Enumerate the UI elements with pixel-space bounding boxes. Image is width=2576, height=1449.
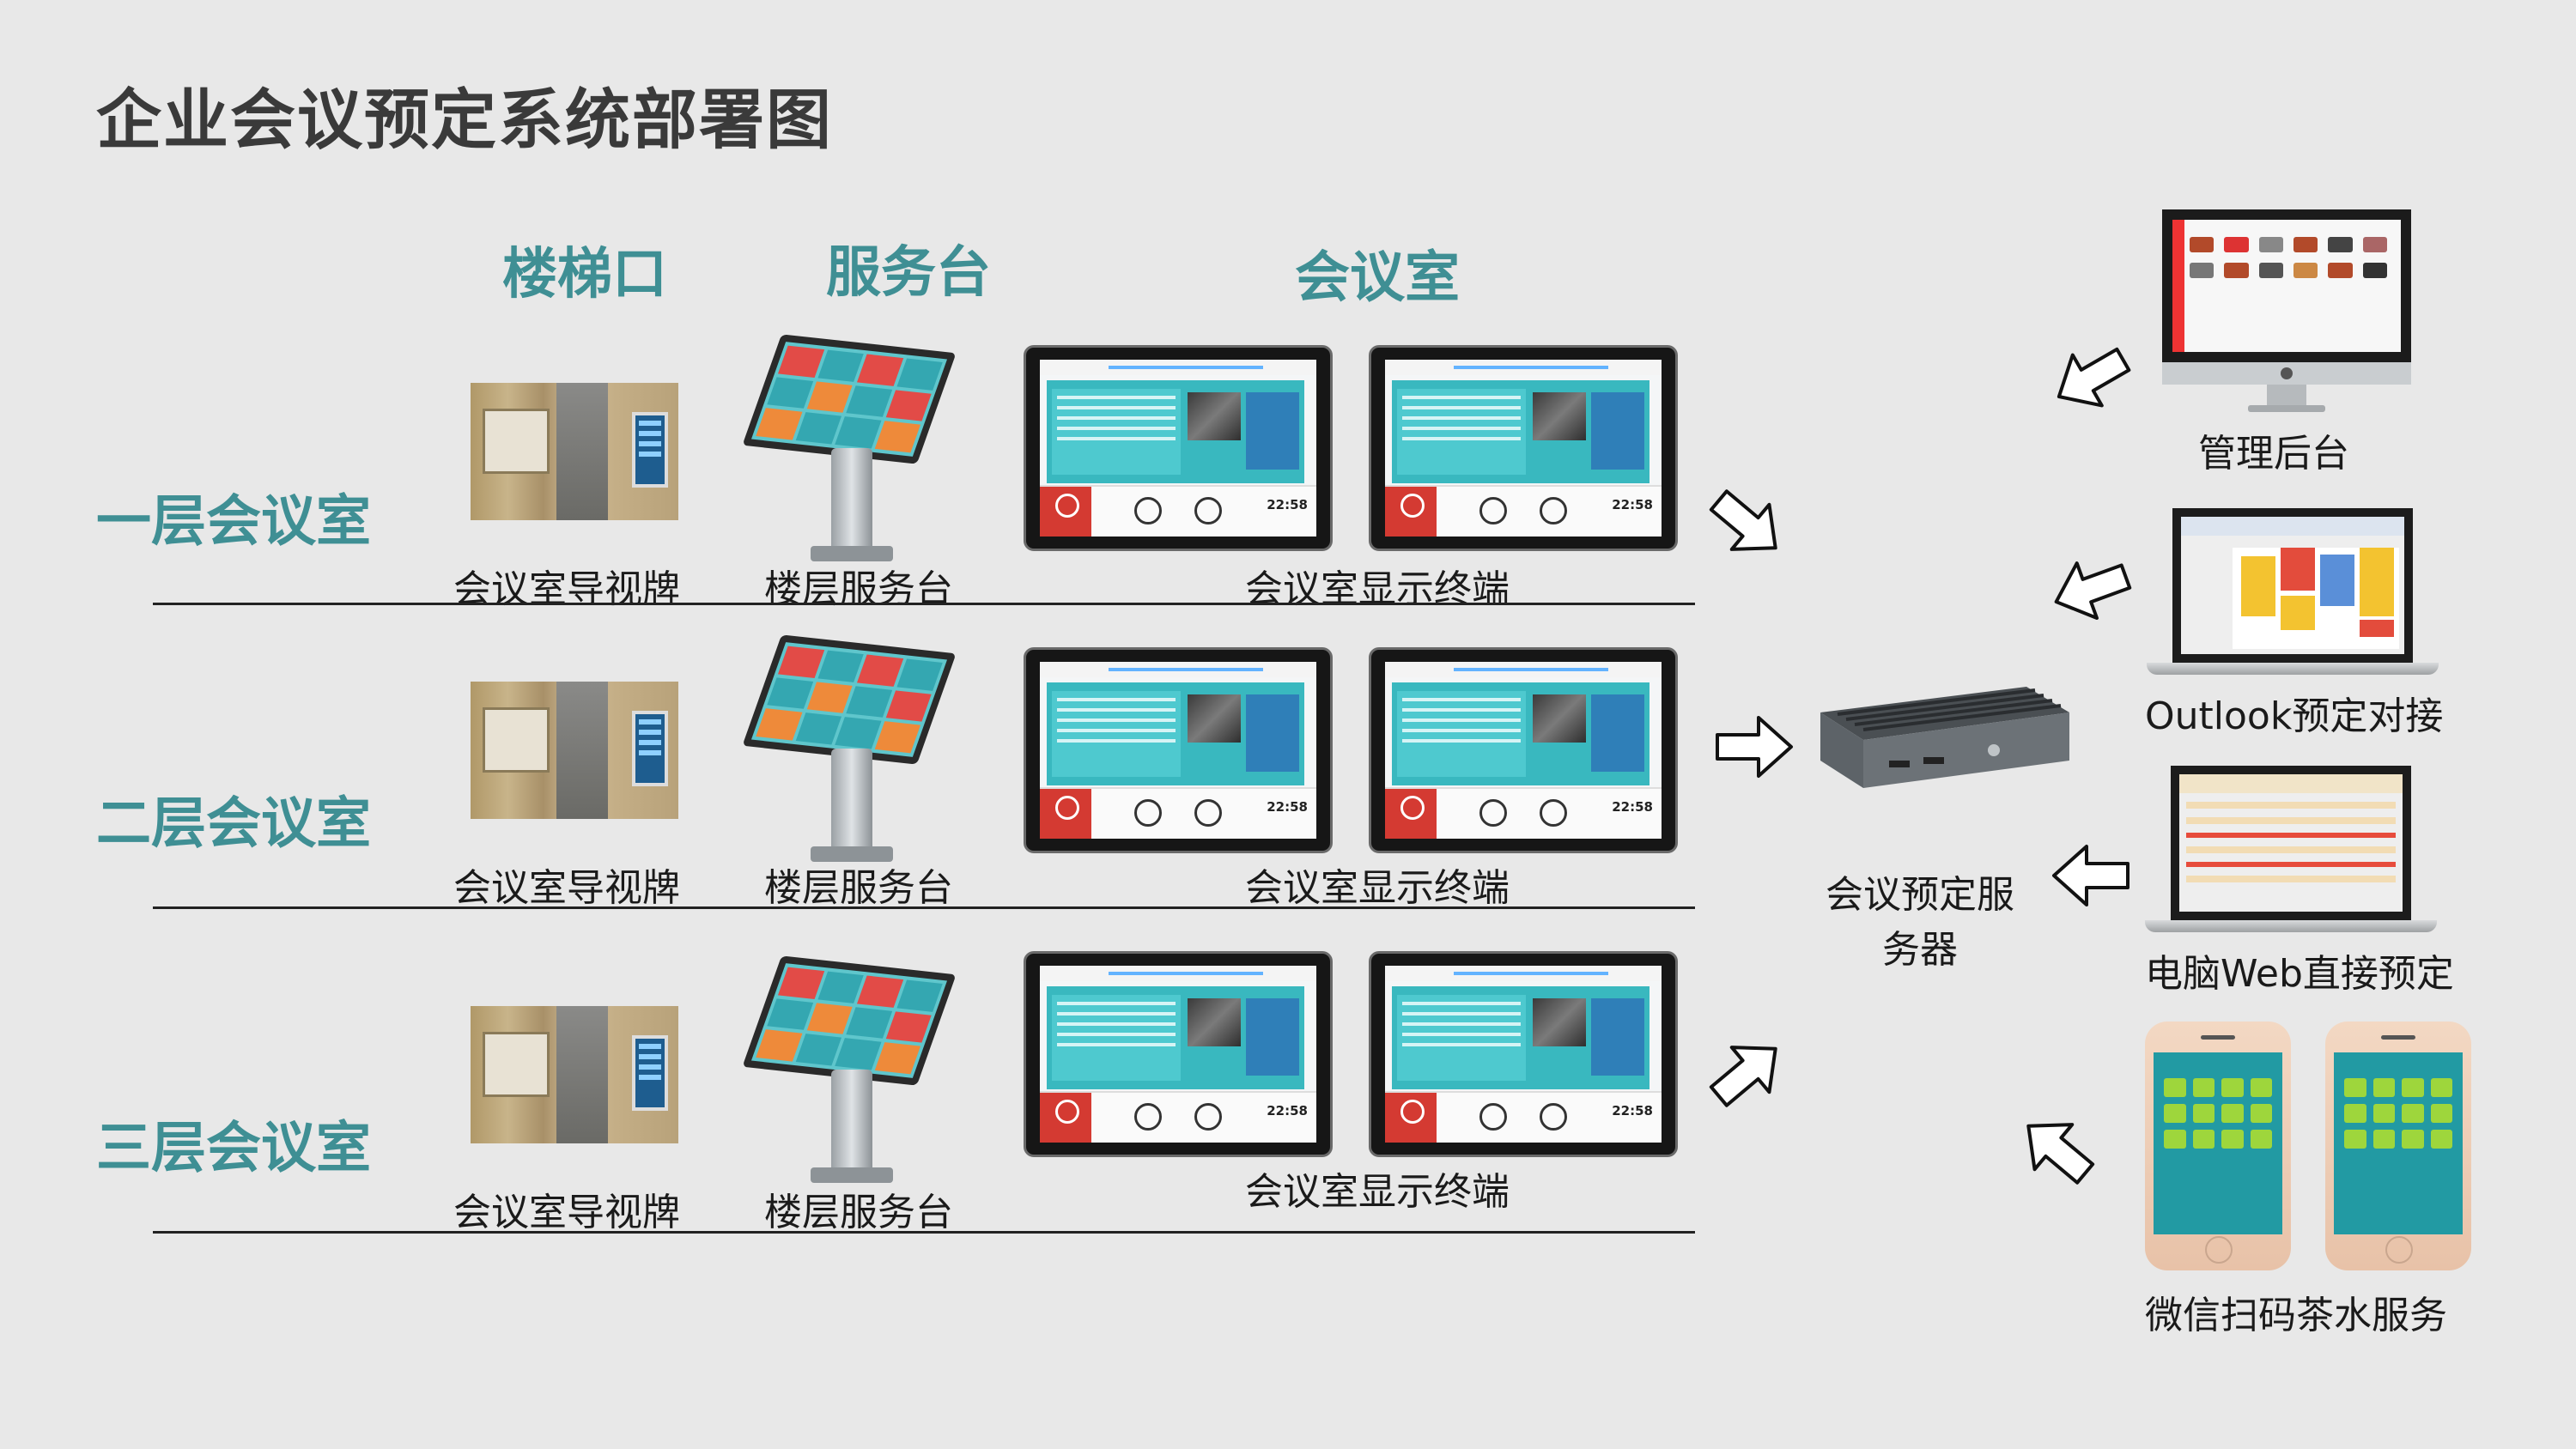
caption-signboard-3: 会议室导视牌 bbox=[453, 1191, 680, 1234]
client-label-web: 电脑Web直接预定 bbox=[2145, 952, 2454, 996]
floor-label-3: 三层会议室 bbox=[96, 1117, 371, 1180]
server-box-icon bbox=[1820, 687, 2069, 788]
floor-divider-2 bbox=[153, 906, 1695, 909]
column-header-room: 会议室 bbox=[1295, 246, 1460, 310]
room-terminal-1b: 22:58 bbox=[1369, 345, 1678, 551]
room-terminal-3a: 22:58 bbox=[1024, 951, 1333, 1157]
terminal-clock: 22:58 bbox=[1612, 497, 1653, 512]
arrow-outlook-to-server-icon bbox=[2054, 561, 2132, 621]
arrow-floor3-to-server-icon bbox=[1709, 1046, 1777, 1107]
signboard-photo-1 bbox=[471, 383, 678, 520]
service-kiosk-2 bbox=[742, 634, 957, 867]
terminal-clock: 22:58 bbox=[1267, 1103, 1308, 1119]
server-label-line2: 务器 bbox=[1882, 928, 1958, 972]
web-laptop-icon bbox=[2145, 766, 2437, 937]
terminal-clock: 22:58 bbox=[1612, 1103, 1653, 1119]
terminal-clock: 22:58 bbox=[1612, 799, 1653, 815]
caption-terminal-3: 会议室显示终端 bbox=[1245, 1170, 1510, 1214]
room-terminal-2b: 22:58 bbox=[1369, 647, 1678, 853]
room-terminal-2a: 22:58 bbox=[1024, 647, 1333, 853]
arrow-web-to-server-icon bbox=[2052, 845, 2129, 906]
arrow-wechat-to-server-icon bbox=[2026, 1123, 2095, 1185]
wechat-phone-icon-2 bbox=[2325, 1022, 2471, 1270]
page-title: 企业会议预定系统部署图 bbox=[96, 82, 833, 158]
floor-label-1: 一层会议室 bbox=[96, 490, 371, 554]
server-label-line1: 会议预定服 bbox=[1826, 873, 2014, 917]
outlook-laptop-icon bbox=[2147, 508, 2439, 680]
client-label-outlook: Outlook预定对接 bbox=[2145, 694, 2444, 738]
service-kiosk-1 bbox=[742, 334, 957, 567]
column-header-stairs: 楼梯口 bbox=[502, 243, 667, 306]
caption-service-desk-3: 楼层服务台 bbox=[764, 1191, 953, 1234]
signboard-photo-2 bbox=[471, 682, 678, 819]
column-header-service: 服务台 bbox=[826, 241, 991, 305]
wechat-phone-icon-1 bbox=[2145, 1022, 2291, 1270]
caption-signboard-2: 会议室导视牌 bbox=[453, 866, 680, 910]
floor-divider-3 bbox=[153, 1231, 1695, 1234]
client-label-wechat: 微信扫码茶水服务 bbox=[2145, 1294, 2447, 1337]
terminal-clock: 22:58 bbox=[1267, 497, 1308, 512]
arrow-floor2-to-server-icon bbox=[1716, 716, 1793, 778]
caption-service-desk-2: 楼层服务台 bbox=[764, 866, 953, 910]
floor-label-2: 二层会议室 bbox=[96, 792, 371, 856]
arrow-admin-to-server-icon bbox=[2057, 347, 2131, 408]
signboard-photo-3 bbox=[471, 1006, 678, 1143]
caption-terminal-2: 会议室显示终端 bbox=[1245, 866, 1510, 910]
room-terminal-1a: 22:58 bbox=[1024, 345, 1333, 551]
arrow-floor1-to-server-icon bbox=[1709, 489, 1777, 551]
service-kiosk-3 bbox=[742, 955, 957, 1188]
terminal-clock: 22:58 bbox=[1267, 799, 1308, 815]
client-label-admin: 管理后台 bbox=[2198, 432, 2349, 476]
floor-divider-1 bbox=[153, 603, 1695, 605]
admin-imac-icon bbox=[2162, 209, 2420, 415]
room-terminal-3b: 22:58 bbox=[1369, 951, 1678, 1157]
server-label: 会议预定服 务器 bbox=[1826, 864, 2014, 973]
